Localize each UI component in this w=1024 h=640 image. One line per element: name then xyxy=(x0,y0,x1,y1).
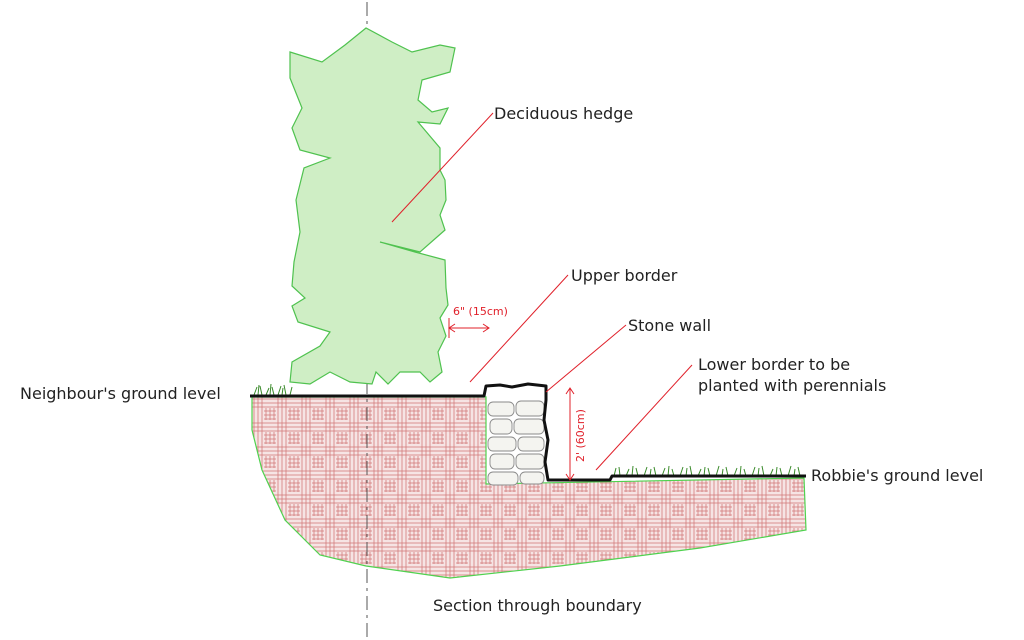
lower-border-label-line2: planted with perennials xyxy=(698,376,886,395)
stone-wall xyxy=(487,400,545,486)
neighbour-grass xyxy=(253,383,293,396)
deciduous-hedge-label: Deciduous hedge xyxy=(494,104,633,123)
hedge-leader xyxy=(391,112,494,223)
robbie-ground-label: Robbie's ground level xyxy=(811,466,983,485)
lower-border-label-line1: Lower border to be xyxy=(698,355,850,374)
ground-profile-line xyxy=(250,382,806,482)
diagram-caption: Section through boundary xyxy=(433,596,642,615)
hedge-offset-dimension xyxy=(448,318,490,338)
neighbour-ground-label: Neighbour's ground level xyxy=(20,384,221,403)
lower-border-leader xyxy=(595,364,693,471)
stone-wall-label: Stone wall xyxy=(628,316,711,335)
wall-height-label: 2' (60cm) xyxy=(574,409,587,462)
hedge-offset-label: 6" (15cm) xyxy=(453,305,508,318)
wall-height-dimension xyxy=(565,387,575,481)
upper-border-leader xyxy=(469,274,569,383)
stone-wall-leader xyxy=(545,324,627,393)
deciduous-hedge xyxy=(289,27,456,385)
robbie-grass xyxy=(613,465,801,477)
upper-border-label: Upper border xyxy=(571,266,678,285)
